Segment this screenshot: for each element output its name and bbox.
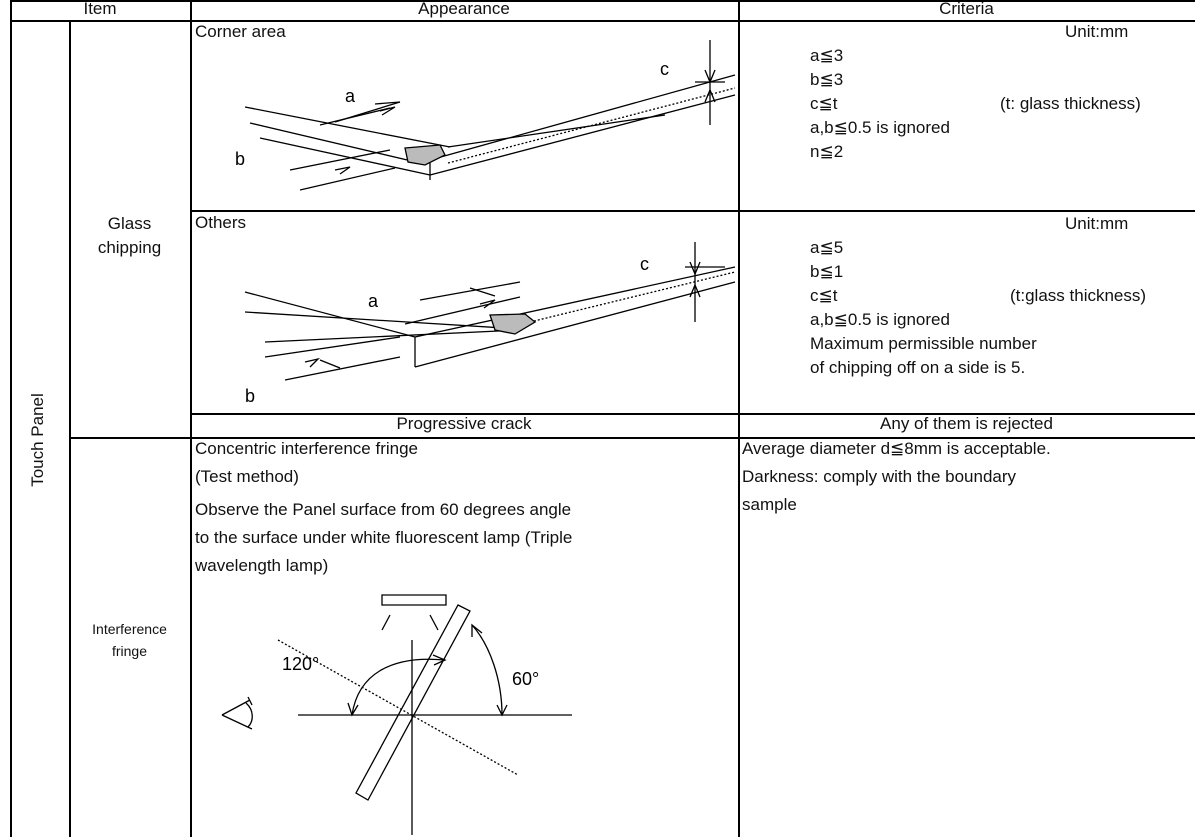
interference-criterion-1: Average diameter d≦8mm is acceptable. [742, 439, 1051, 458]
header-criteria: Criteria [939, 0, 994, 18]
corner-unit: Unit:mm [1065, 22, 1129, 41]
others-title: Others [195, 213, 247, 232]
fluorescent-lamp-icon [382, 595, 446, 605]
progressive-crack-label: Progressive crack [396, 414, 532, 433]
interference-test-diagram: 120° 60° [190, 585, 738, 835]
header-appearance: Appearance [418, 0, 510, 18]
corner-area-title: Corner area [195, 22, 286, 41]
corner-criterion-4: a,b≦0.5 is ignored [810, 118, 950, 137]
angle-120-label: 120° [282, 654, 319, 674]
table-top-border [10, 0, 1195, 2]
others-criterion-3: c≦t [810, 286, 838, 305]
interference-criterion-3: sample [742, 495, 797, 514]
header-bottom-border [10, 20, 1195, 22]
others-label-a: a [368, 291, 379, 311]
interference-line-2: (Test method) [195, 467, 299, 486]
left-border [10, 0, 12, 837]
row-divider-corner [190, 210, 1195, 212]
others-label-b: b [245, 386, 255, 406]
col-divider-item [190, 0, 192, 837]
corner-label-a: a [345, 86, 356, 106]
others-criterion-5: Maximum permissible number [810, 334, 1037, 353]
progressive-crack-rejected: Any of them is rejected [880, 414, 1053, 433]
others-unit: Unit:mm [1065, 214, 1129, 233]
interference-line-4: to the surface under white fluorescent l… [195, 528, 573, 547]
others-criterion-6: of chipping off on a side is 5. [810, 358, 1026, 377]
glass-chipping-label-line2: chipping [97, 238, 162, 257]
corner-criterion-1: a≦3 [810, 46, 844, 65]
others-chipping-diagram: a b c [190, 212, 738, 406]
header-item: Item [83, 0, 117, 18]
col-divider-touch [69, 20, 71, 837]
interference-line-3: Observe the Panel surface from 60 degree… [195, 500, 572, 519]
row-divider-crack [69, 437, 1195, 439]
interference-line-5: wavelength lamp) [195, 556, 329, 575]
row-divider-others [190, 413, 1195, 415]
corner-criterion-2: b≦3 [810, 70, 844, 89]
corner-label-b: b [235, 149, 245, 169]
glass-panel-icon [356, 605, 470, 800]
eye-icon [222, 697, 252, 729]
glass-chipping-label-line1: Glass [107, 214, 152, 233]
corner-criterion-3: c≦t [810, 94, 838, 113]
corner-chipping-diagram: a b c [235, 20, 738, 210]
touch-panel-label: Touch Panel [28, 393, 47, 487]
corner-criterion-5: n≦2 [810, 142, 844, 161]
corner-label-c: c [660, 59, 669, 79]
others-thickness-note: (t:glass thickness) [1010, 286, 1147, 305]
interference-label-line2: fringe [111, 643, 148, 659]
interference-label-line1: Interference [92, 621, 167, 637]
corner-thickness-note: (t: glass thickness) [1000, 94, 1141, 113]
col-divider-appearance [738, 0, 740, 837]
others-criterion-2: b≦1 [810, 262, 844, 281]
others-label-c: c [640, 254, 649, 274]
interference-line-1: Concentric interference fringe [195, 439, 419, 458]
interference-criterion-2: Darkness: comply with the boundary [742, 467, 1017, 486]
others-criterion-1: a≦5 [810, 238, 844, 257]
others-criterion-4: a,b≦0.5 is ignored [810, 310, 950, 329]
angle-60-label: 60° [512, 669, 539, 689]
